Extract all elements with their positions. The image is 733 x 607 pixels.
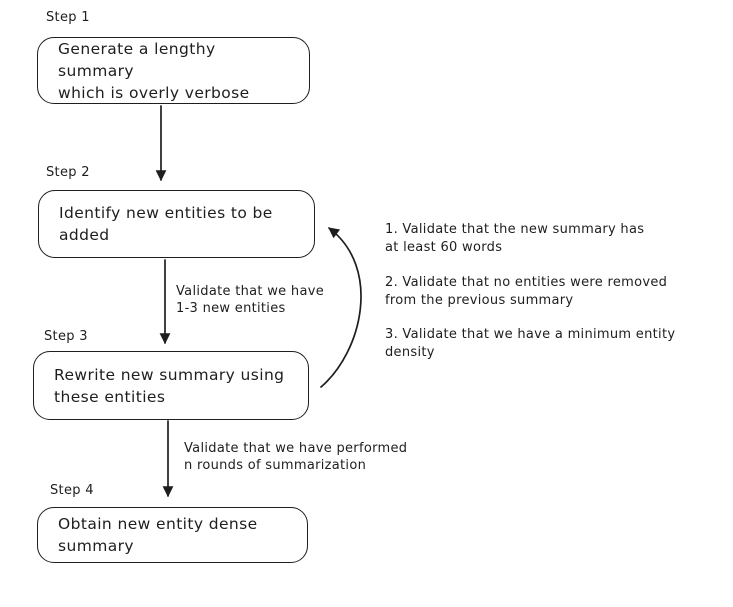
validation-note-1: 1. Validate that the new summary has at …	[385, 222, 645, 255]
step3-box: Rewrite new summary using these entities	[33, 351, 309, 420]
step4-box: Obtain new entity dense summary	[37, 507, 308, 563]
arrow-loop-step3-to-step2-icon	[320, 227, 362, 388]
step1-box: Generate a lengthy summary which is over…	[37, 37, 310, 104]
step2-box-text: Identify new entities to be added	[59, 204, 273, 244]
step2-box: Identify new entities to be added	[38, 190, 315, 258]
validation-note-3: 3. Validate that we have a minimum entit…	[385, 327, 676, 360]
step1-label: Step 1	[46, 10, 90, 25]
step4-box-text: Obtain new entity dense summary	[58, 515, 258, 555]
step2-label: Step 2	[46, 165, 90, 180]
step4-label: Step 4	[50, 483, 94, 498]
edge-label-new-entities: Validate that we have 1-3 new entities	[176, 284, 325, 316]
step1-box-text: Generate a lengthy summary which is over…	[58, 39, 250, 102]
step3-label: Step 3	[44, 329, 88, 344]
step3-box-text: Rewrite new summary using these entities	[54, 365, 285, 406]
edge-label-n-rounds: Validate that we have performed n rounds…	[184, 441, 408, 473]
validation-note-2: 2. Validate that no entities were remove…	[385, 275, 668, 308]
